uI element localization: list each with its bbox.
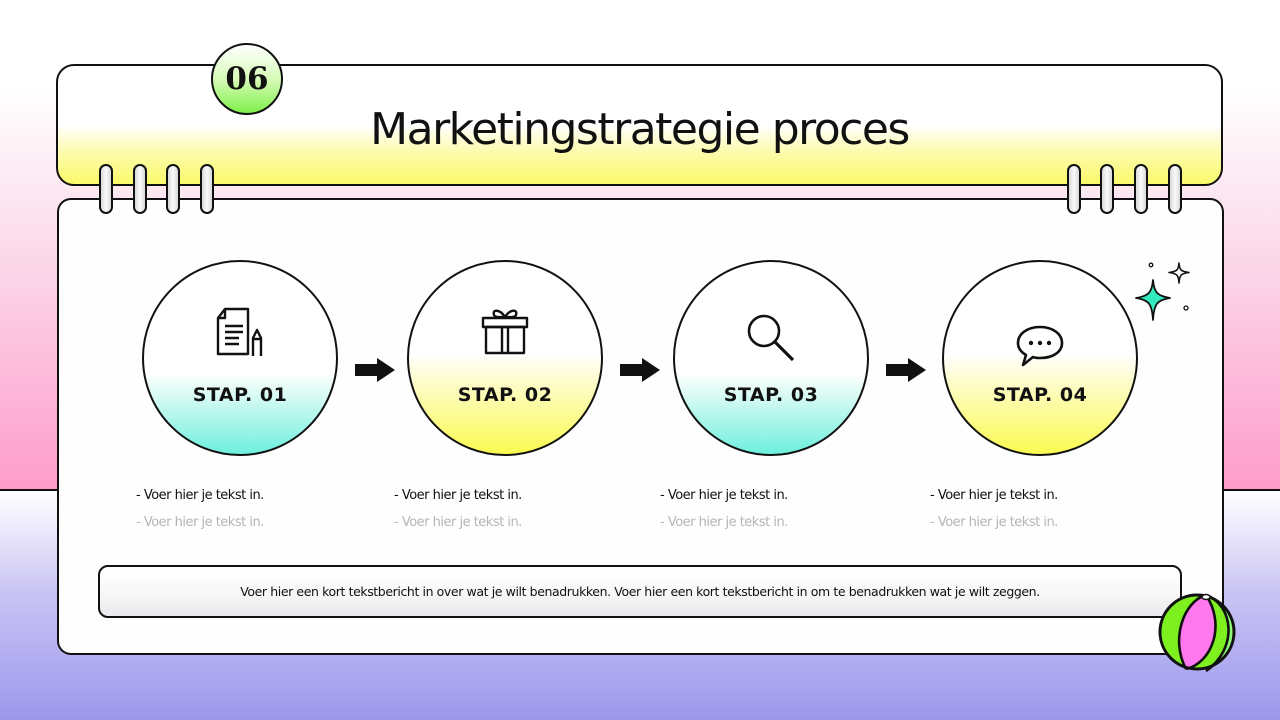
step-label: STAP. 04	[992, 384, 1088, 406]
binder-ring	[1134, 164, 1148, 214]
binder-ring	[200, 164, 214, 214]
step-label: STAP. 02	[457, 384, 553, 406]
binder-ring	[133, 164, 147, 214]
document-pencil-icon	[215, 306, 265, 367]
arrow-right-icon	[620, 358, 660, 382]
step-4-bullet-2: - Voer hier je tekst in.	[930, 515, 1058, 530]
slide-title: Marketingstrategie proces	[370, 104, 910, 155]
beach-ball-icon	[1158, 593, 1236, 673]
step-circle-3: STAP. 03	[673, 260, 869, 456]
step-circle-4: STAP. 04	[942, 260, 1138, 456]
sparkles-icon	[1135, 262, 1190, 321]
search-icon	[745, 312, 797, 369]
step-3-bullet-2: - Voer hier je tekst in.	[660, 515, 788, 530]
step-2-bullet-2: - Voer hier je tekst in.	[394, 515, 522, 530]
binder-ring	[99, 164, 113, 214]
binder-ring	[1100, 164, 1114, 214]
step-circle-1: STAP. 01	[142, 260, 338, 456]
step-3-bullet-1: - Voer hier je tekst in.	[660, 488, 788, 503]
arrow-right-icon	[355, 358, 395, 382]
note-text: Voer hier een kort tekstbericht in over …	[240, 584, 1040, 599]
step-label: STAP. 03	[723, 384, 819, 406]
note-box: Voer hier een kort tekstbericht in over …	[98, 565, 1182, 618]
step-circle-2: STAP. 02	[407, 260, 603, 456]
binder-ring	[1168, 164, 1182, 214]
chat-bubble-icon	[1015, 324, 1065, 373]
step-1-bullet-2: - Voer hier je tekst in.	[136, 515, 264, 530]
step-label: STAP. 01	[192, 384, 288, 406]
binder-ring	[166, 164, 180, 214]
page-number-badge: 06	[211, 43, 283, 115]
step-4-bullet-1: - Voer hier je tekst in.	[930, 488, 1058, 503]
step-1-bullet-1: - Voer hier je tekst in.	[136, 488, 264, 503]
step-2-bullet-1: - Voer hier je tekst in.	[394, 488, 522, 503]
arrow-right-icon	[886, 358, 926, 382]
gift-icon	[480, 306, 530, 361]
binder-ring	[1067, 164, 1081, 214]
